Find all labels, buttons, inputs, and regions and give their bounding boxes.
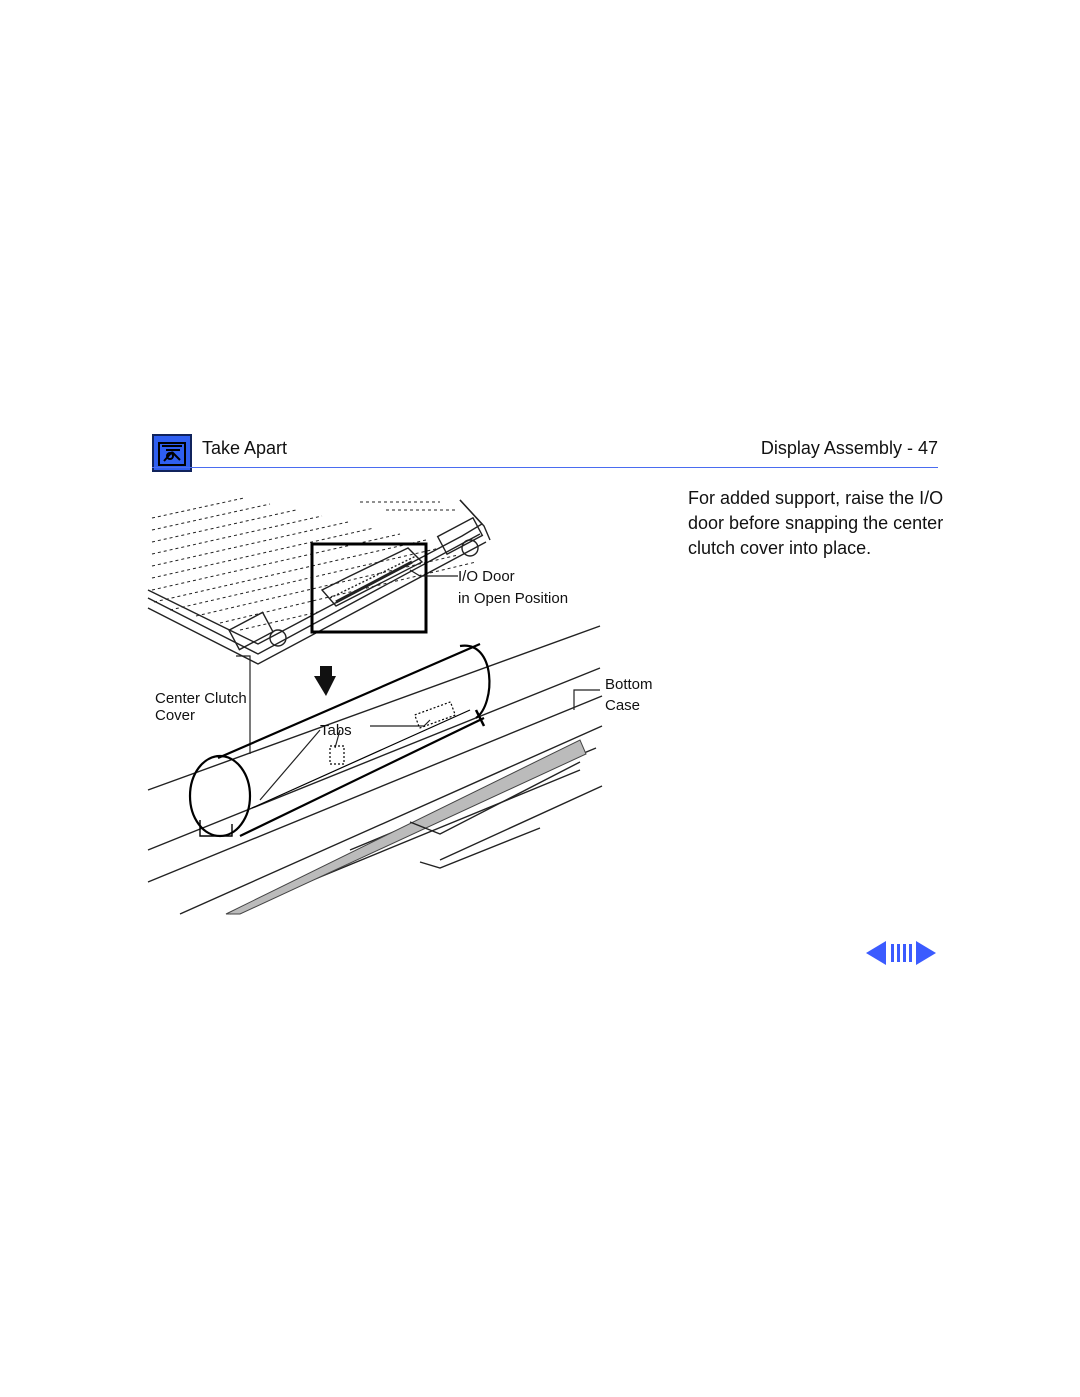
label-io-door: I/O Door (458, 568, 515, 585)
label-center-clutch-line1: Center Clutch (155, 690, 247, 707)
display-assembly-illustration: I/O Door in Open Position Bottom Case Ce… (140, 490, 670, 920)
label-io-door-position: in Open Position (458, 590, 568, 607)
left-arrow-icon[interactable] (866, 941, 886, 965)
page-number: 47 (917, 438, 938, 458)
section-title: Take Apart (202, 438, 288, 458)
instruction-text: For added support, raise the I/O door be… (688, 488, 944, 558)
label-center-clutch-cover: Center Clutch Cover (155, 690, 247, 724)
label-bottom-case: Bottom Case (605, 674, 653, 716)
label-tabs: Tabs (320, 722, 352, 739)
page-title-text: Display Assembly (760, 438, 902, 458)
label-center-clutch-line2: Cover (155, 707, 196, 724)
index-bars-icon[interactable] (891, 944, 912, 962)
page-header: Take Apart Display Assembly - 47 (152, 432, 938, 472)
insert-direction-arrow (314, 666, 336, 696)
clutch-cover-cylinder (188, 642, 491, 838)
label-io-door-line2: in Open Position (458, 590, 569, 607)
header-rule (152, 467, 938, 468)
speaker-grille (225, 739, 587, 915)
label-io-door-line1: I/O Door (458, 568, 515, 585)
tool-chest-icon (152, 434, 192, 472)
right-arrow-icon[interactable] (916, 941, 936, 965)
page-navigation (866, 940, 936, 966)
page-separator: - (906, 438, 913, 458)
page-title: Display Assembly - 47 (761, 438, 938, 459)
label-bottom-case-line1: Bottom (605, 676, 653, 693)
label-bottom-case-line2: Case (605, 697, 641, 714)
exploded-view-drawing (147, 497, 603, 915)
